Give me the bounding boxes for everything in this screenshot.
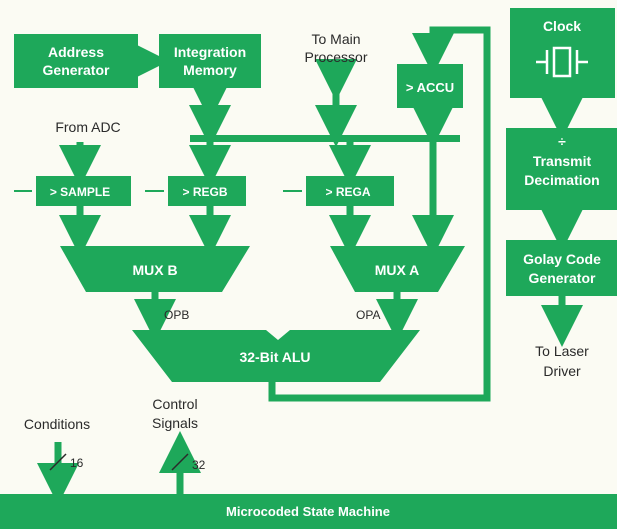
alu-block: 32-Bit ALU xyxy=(132,330,420,382)
address-generator-label-line2: Generator xyxy=(43,62,110,78)
integration-memory-block: Integration Memory xyxy=(159,34,261,88)
opb-label: OPB xyxy=(164,308,189,322)
mux-a-label: MUX A xyxy=(375,262,420,278)
control-width-label: 32 xyxy=(192,458,206,472)
mux-b-label: MUX B xyxy=(132,262,177,278)
accu-label: > ACCU xyxy=(406,80,454,95)
conditions-label: Conditions xyxy=(24,416,90,432)
to-laser-driver-line1: To Laser xyxy=(535,343,589,359)
data-bus xyxy=(190,135,460,142)
bus-width-ticks xyxy=(49,453,189,471)
alu-label: 32-Bit ALU xyxy=(239,349,310,365)
address-generator-block: Address Generator xyxy=(14,34,138,88)
rega-register-block: > REGA xyxy=(306,176,394,206)
divide-symbol: ÷ xyxy=(558,133,566,149)
from-adc-label: From ADC xyxy=(55,119,120,135)
sample-register-block: > SAMPLE xyxy=(36,176,131,206)
clock-block: Clock xyxy=(510,8,615,98)
transmit-decimation-label-line2: Decimation xyxy=(524,172,599,188)
integration-memory-label-line1: Integration xyxy=(174,44,246,60)
opa-label: OPA xyxy=(356,308,380,322)
control-signals-line2: Signals xyxy=(152,415,198,431)
regb-label: > REGB xyxy=(182,185,227,199)
clock-label: Clock xyxy=(543,18,581,34)
state-machine-block: Microcoded State Machine xyxy=(0,494,617,529)
to-main-processor-line1: To Main xyxy=(311,31,360,47)
alu-accu-feedback xyxy=(268,26,491,402)
accu-block: > ACCU xyxy=(397,64,463,108)
connectors xyxy=(37,26,583,505)
to-main-processor-line2: Processor xyxy=(304,49,367,65)
to-laser-driver-line2: Driver xyxy=(543,363,581,379)
transmit-decimation-block: ÷ Transmit Decimation xyxy=(506,128,617,210)
address-generator-label-line1: Address xyxy=(48,44,104,60)
mux-a-block: MUX A xyxy=(330,246,465,292)
transmit-decimation-label-line1: Transmit xyxy=(533,153,592,169)
rega-label: > REGA xyxy=(325,185,370,199)
control-signals-line1: Control xyxy=(152,396,197,412)
crystal-oscillator-icon xyxy=(536,46,588,78)
conditions-width-label: 16 xyxy=(70,456,84,470)
regb-register-block: > REGB xyxy=(168,176,246,206)
sample-label: > SAMPLE xyxy=(50,185,110,199)
golay-code-label-line1: Golay Code xyxy=(523,251,601,267)
mux-b-block: MUX B xyxy=(60,246,250,292)
golay-code-label-line2: Generator xyxy=(529,270,596,286)
state-machine-label: Microcoded State Machine xyxy=(226,504,390,519)
integration-memory-label-line2: Memory xyxy=(183,62,237,78)
golay-code-generator-block: Golay Code Generator xyxy=(506,240,617,296)
